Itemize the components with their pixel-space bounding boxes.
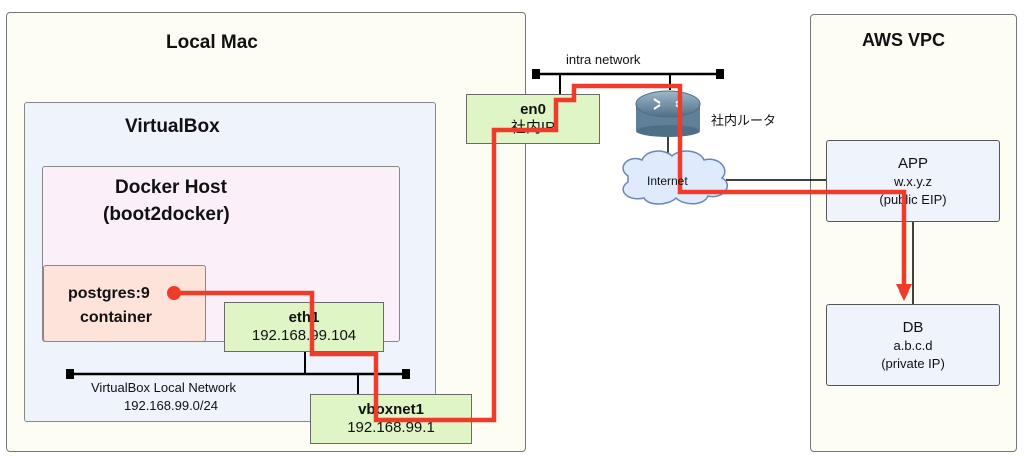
app-note: (public EIP) bbox=[879, 192, 947, 207]
router-label: 社内ルータ bbox=[711, 113, 777, 128]
router-icon bbox=[635, 90, 701, 137]
db-name: DB bbox=[902, 319, 924, 336]
db-server: DB a.b.c.d (private IP) bbox=[826, 304, 1000, 386]
docker-host-title: Docker Host bbox=[115, 177, 227, 198]
docker-host-subtitle: (boot2docker) bbox=[103, 204, 230, 225]
path-start-dot bbox=[167, 286, 181, 300]
vbox-network-cidr: 192.168.99.0/24 bbox=[124, 398, 218, 413]
intra-network-label: intra network bbox=[566, 52, 641, 67]
db-ip: a.b.c.d bbox=[893, 338, 933, 353]
postgres-container bbox=[43, 265, 206, 342]
vboxnet1-ip: 192.168.99.1 bbox=[347, 419, 435, 436]
container-name: postgres:9 bbox=[68, 285, 150, 302]
intra-network-bus bbox=[532, 69, 724, 94]
virtualbox-title: VirtualBox bbox=[125, 116, 220, 137]
local-mac-title: Local Mac bbox=[166, 32, 258, 53]
app-ip: w.x.y.z bbox=[893, 174, 933, 189]
en0-interface: en0 社内IP bbox=[466, 94, 600, 144]
app-server: APP w.x.y.z (public EIP) bbox=[826, 140, 1000, 222]
vbox-network-bus bbox=[66, 352, 410, 394]
vbox-network-label: VirtualBox Local Network bbox=[91, 380, 236, 395]
container-label: container bbox=[80, 309, 153, 326]
path-arrow-head bbox=[896, 284, 912, 300]
app-name: APP bbox=[897, 155, 928, 172]
eth1-interface: eth1 192.168.99.104 bbox=[224, 302, 384, 352]
eth1-ip: 192.168.99.104 bbox=[251, 327, 357, 344]
traffic-path bbox=[174, 83, 909, 423]
db-note: (private IP) bbox=[881, 356, 945, 371]
aws-vpc-title: AWS VPC bbox=[862, 30, 946, 50]
en0-name: en0 bbox=[520, 101, 546, 118]
internet-label: Internet bbox=[647, 174, 688, 188]
